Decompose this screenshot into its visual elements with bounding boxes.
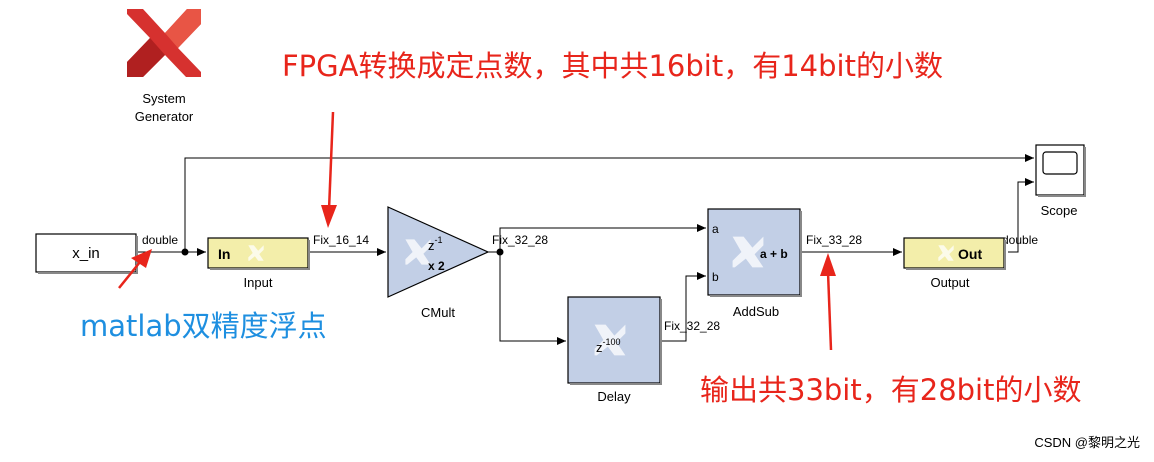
cmult-z: z-1	[428, 235, 443, 253]
signal-label-fix-32-28-a: Fix_32_28	[492, 233, 548, 247]
x-in-label: x_in	[72, 245, 100, 262]
logo-line1: System	[142, 91, 185, 106]
annotation-arrows	[118, 111, 836, 351]
wire-cmult-delay[interactable]	[499, 252, 566, 345]
logo-line2: Generator	[135, 109, 194, 124]
delay-block[interactable]: z-100 Delay	[567, 296, 662, 404]
addsub-op: a + b	[760, 247, 788, 261]
annotation-left: matlab双精度浮点	[80, 309, 327, 343]
addsub-caption: AddSub	[733, 304, 779, 319]
wire-branch-scope[interactable]	[184, 154, 1034, 252]
cmult-gain: x 2	[428, 259, 445, 273]
wires	[138, 154, 1034, 345]
wire-cmult-addsub-a[interactable]	[488, 224, 706, 253]
input-caption: Input	[244, 275, 273, 290]
scope-block[interactable]: Scope	[1035, 144, 1086, 218]
signal-label-fix-32-28-b: Fix_32_28	[664, 319, 720, 333]
output-inner-label: Out	[958, 246, 982, 262]
xilinx-logo-icon	[127, 9, 201, 77]
arrow-down-icon	[321, 111, 337, 228]
signal-label-double-in: double	[142, 233, 178, 247]
scope-screen-icon	[1042, 151, 1078, 175]
output-caption: Output	[930, 275, 969, 290]
addsub-block[interactable]: a b a + b AddSub	[707, 208, 802, 319]
wire-delay-addsub-b[interactable]	[661, 272, 706, 342]
input-inner-label: In	[218, 246, 230, 262]
junction-dot-1	[181, 248, 189, 256]
csdn-watermark: CSDN @黎明之光	[1034, 435, 1140, 450]
arrow-up-right-icon	[118, 249, 152, 289]
junction-dot-2	[496, 248, 504, 256]
delay-z: z-100	[596, 337, 621, 355]
cmult-block[interactable]: z-1 x 2 CMult	[387, 206, 490, 320]
annotation-top: FPGA转换成定点数，其中共16bit，有14bit的小数	[282, 49, 943, 83]
output-block[interactable]: Out Output	[903, 237, 1006, 290]
arrow-up-icon	[820, 253, 836, 351]
x-in-block[interactable]: x_in	[35, 233, 138, 274]
addsub-port-b: b	[712, 270, 719, 284]
signal-label-fix-33-28: Fix_33_28	[806, 233, 862, 247]
input-block[interactable]: In Input	[207, 237, 310, 290]
system-generator-logo: System Generator	[127, 9, 201, 124]
signal-label-fix-16-14: Fix_16_14	[313, 233, 369, 247]
wire-output-scope[interactable]	[1008, 178, 1034, 253]
scope-caption: Scope	[1041, 203, 1078, 218]
addsub-port-a: a	[712, 222, 719, 236]
cmult-caption: CMult	[421, 305, 455, 320]
delay-caption: Delay	[597, 389, 631, 404]
annotation-right: 输出共33bit，有28bit的小数	[700, 373, 1081, 407]
signal-label-double-out: double	[1002, 233, 1038, 247]
